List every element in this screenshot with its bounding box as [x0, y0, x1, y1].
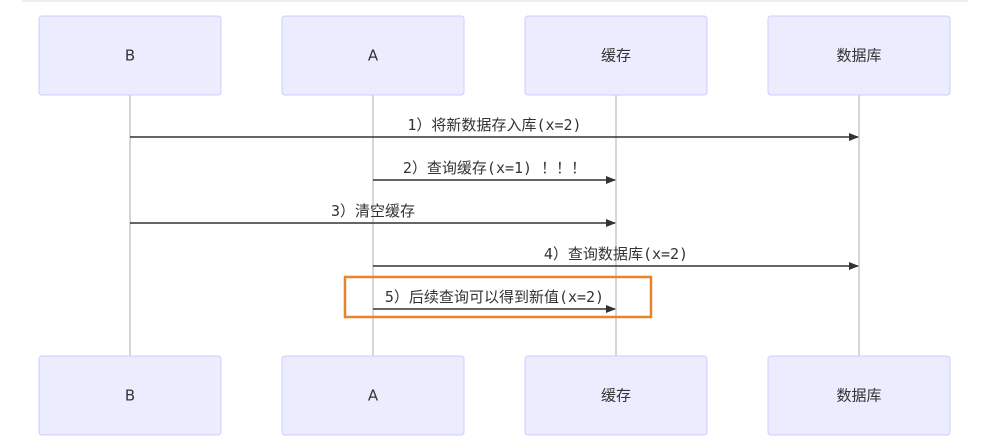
actor-label-bottom-B: B	[125, 387, 135, 405]
actor-label-bottom-db: 数据库	[836, 387, 881, 405]
actor-label-bottom-A: A	[368, 387, 379, 405]
actor-label-bottom-cache: 缓存	[601, 387, 631, 405]
actor-box-top-db	[767, 15, 951, 96]
highlight-box-message-5	[343, 275, 653, 319]
actor-box-top-B	[38, 15, 222, 96]
actor-label-top-B: B	[125, 47, 135, 65]
actor-label-top-cache: 缓存	[601, 47, 631, 65]
message-label-2: 2）查询缓存(x=1) ！！！	[403, 159, 586, 177]
message-label-1: 1）将新数据存入库(x=2)	[407, 116, 581, 134]
message-label-5: 5）后续查询可以得到新值(x=2)	[385, 288, 604, 306]
actor-box-top-cache	[524, 15, 708, 96]
message-label-4: 4）查询数据库(x=2)	[544, 245, 688, 263]
actor-box-top-A	[281, 15, 465, 96]
actor-box-bottom-cache	[524, 355, 708, 436]
actor-label-top-A: A	[368, 47, 379, 65]
message-label-3: 3）清空缓存	[331, 202, 415, 220]
actor-label-top-db: 数据库	[836, 47, 881, 65]
actor-box-bottom-B	[38, 355, 222, 436]
actor-box-bottom-db	[767, 355, 951, 436]
actor-box-bottom-A	[281, 355, 465, 436]
